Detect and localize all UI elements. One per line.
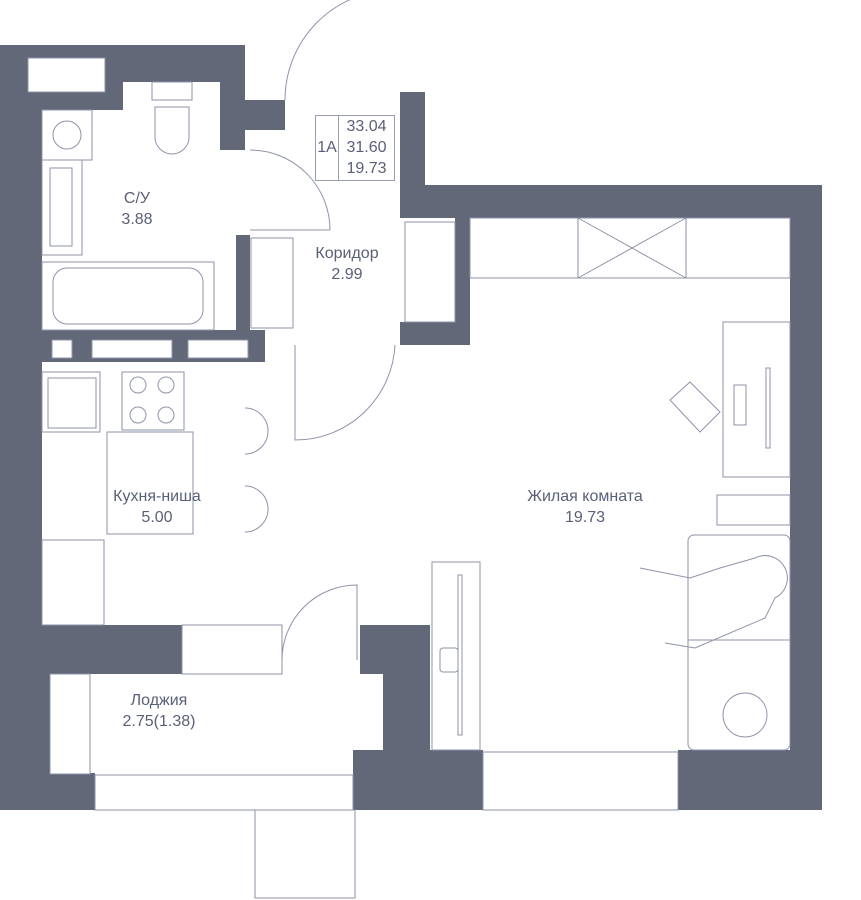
living-total-area: 31.60	[346, 138, 387, 156]
total-area: 33.04	[346, 117, 387, 135]
desk	[722, 321, 791, 478]
room-name: С/У	[123, 190, 151, 207]
sofa-icon	[687, 534, 791, 751]
apartment-code: 1A	[316, 116, 339, 180]
wardrobe	[469, 217, 791, 279]
loggia-closet	[49, 673, 91, 775]
room-name: Жилая комната	[527, 488, 643, 505]
furniture	[41, 0, 791, 751]
tv-icon	[457, 574, 463, 736]
room-name: Коридор	[315, 245, 379, 262]
room-area: 5.00	[141, 509, 173, 526]
kitchen-table	[106, 431, 194, 535]
sink-icon	[49, 167, 73, 247]
room-name: Лоджия	[130, 692, 188, 709]
vent	[27, 57, 106, 93]
loggia-window	[94, 774, 354, 811]
room-label-loggia: Лоджия 2.75(1.38)	[123, 690, 196, 732]
walls	[0, 45, 822, 810]
kitchen-window	[181, 624, 283, 675]
living-area: 19.73	[346, 160, 387, 178]
person-icon	[639, 555, 788, 649]
washer-icon	[52, 120, 82, 150]
toilet-tank	[151, 81, 193, 101]
door-kitchen	[294, 344, 396, 441]
stove-icon	[121, 371, 185, 431]
balcony	[254, 809, 356, 899]
room-area: 2.75(1.38)	[122, 713, 196, 730]
room-label-kitchen: Кухня-ниша 5.00	[113, 486, 201, 528]
room-area: 3.88	[121, 211, 153, 228]
chair-icon	[244, 485, 269, 533]
door-bath	[249, 149, 331, 231]
shelf	[716, 494, 791, 526]
corridor-closet	[404, 221, 456, 323]
door-loggia	[281, 584, 358, 661]
room-label-bathroom: С/У 3.88	[121, 188, 152, 230]
room-area: 2.99	[331, 266, 363, 283]
toilet-icon	[154, 106, 190, 155]
corridor-closet-left	[250, 237, 294, 329]
armchair-cushion	[722, 692, 768, 738]
tv-stand	[431, 561, 481, 751]
chair-icon	[244, 407, 269, 455]
apartment-area-badge: 1A 33.04 31.60 19.73	[315, 115, 395, 181]
door-entrance	[284, 0, 351, 101]
room-name: Кухня-ниша	[113, 488, 201, 505]
living-window	[482, 751, 679, 811]
kitchen-sink-icon	[47, 377, 97, 429]
room-label-corridor: Коридор 2.99	[315, 243, 378, 285]
desk-chair-icon	[669, 381, 721, 433]
room-area: 19.73	[564, 509, 606, 526]
monitor-icon	[765, 367, 771, 449]
keyboard-icon	[733, 384, 747, 426]
fridge	[41, 539, 105, 626]
bathtub-icon	[52, 267, 204, 325]
room-label-living: Жилая комната 19.73	[527, 486, 643, 528]
